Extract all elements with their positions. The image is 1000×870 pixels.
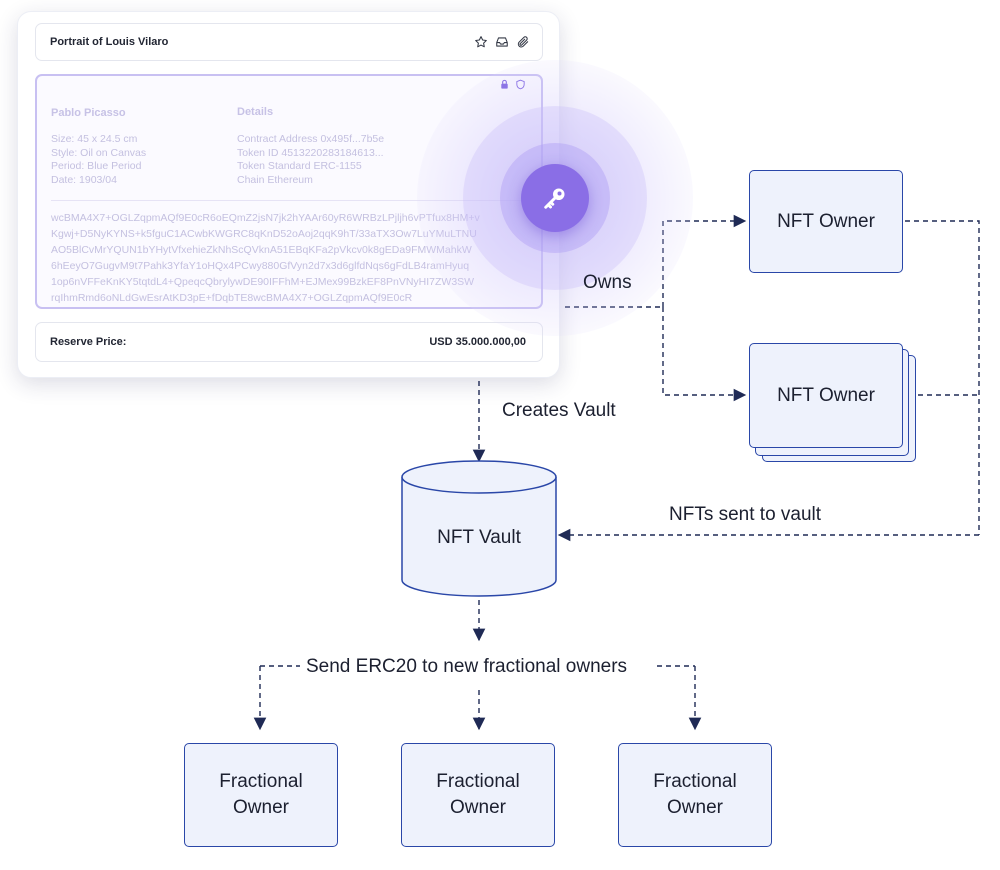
fractional-owner-label: Fractional (653, 771, 737, 792)
fractional-owner-label: Owner (450, 797, 506, 818)
nft-owners-stack-box: NFT Owner (749, 343, 903, 448)
nft-owner-box: NFT Owner (749, 170, 903, 273)
details-heading: Details (237, 106, 274, 118)
edge-label-owns: Owns (583, 272, 632, 293)
artist-name: Pablo Picasso (51, 107, 126, 119)
token-id: Token ID 4513220283184613... (237, 146, 384, 159)
reserve-price-label: Reserve Price: (50, 336, 127, 348)
edge-label-nfts-sent: NFTs sent to vault (669, 504, 822, 525)
edge-nfts-sent-owner-1 (905, 220, 980, 535)
nft-vault-label: NFT Vault (437, 527, 521, 548)
spec-date: Date: 1903/04 (51, 173, 117, 186)
body-divider (51, 200, 529, 201)
artwork-specs: Size: 45 x 24.5 cm Style: Oil on Canvas … (51, 133, 146, 187)
contract-details: Contract Address 0x495f...7b5e Token ID … (237, 133, 384, 187)
spec-size: Size: 45 x 24.5 cm (51, 133, 138, 145)
hash-line: 1op6nVFFeKnKY5tqtdL4+QpeqcQbrylywDE90IFF… (51, 276, 475, 288)
hash-line: Kgwj+D5NyKYNS+k5fguC1ACwbKWGRC8qKnD52oAo… (51, 228, 477, 240)
reserve-price-value: USD 35.000.000,00 (429, 336, 526, 348)
nft-owner-label: NFT Owner (777, 210, 875, 232)
fractional-owner-label: Owner (233, 797, 289, 818)
fractional-owner-label: Fractional (436, 771, 520, 792)
hash-block: wcBMA4X7+OGLZqpmAQf9E0cR6oEQmZ2jsN7jk2hY… (51, 210, 531, 306)
token-standard: Token Standard ERC-1155 (237, 160, 362, 172)
edge-owns-to-owner-2 (662, 307, 747, 402)
fractional-owner-label: Fractional (219, 771, 303, 792)
hash-line: wcBMA4X7+OGLZqpmAQf9E0cR6oEQmZ2jsN7jk2hY… (51, 212, 480, 224)
key-badge (521, 164, 589, 232)
fractional-owner-label: Owner (667, 797, 723, 818)
chain: Chain Ethereum (237, 173, 313, 186)
hash-line: AO5BlCvMrYQUN1bYHytVfxehieZkNhScQVknA51E… (51, 244, 472, 256)
edge-label-send-erc20: Send ERC20 to new fractional owners (300, 656, 634, 678)
edge-label-creates-vault: Creates Vault (502, 400, 616, 421)
card-footer: Reserve Price: USD 35.000.000,00 (35, 322, 543, 362)
inbox-icon[interactable] (495, 35, 509, 49)
card-title: Portrait of Louis Vilaro (50, 36, 169, 48)
key-icon (540, 183, 570, 213)
nft-owner-label: NFT Owner (777, 384, 875, 406)
paperclip-icon[interactable] (516, 35, 530, 49)
hash-line: 6hEeyO7GugvM9t7Pahk3YfaY1oHQx4PCwy880GfV… (51, 260, 470, 272)
contract-address: Contract Address 0x495f...7b5e (237, 133, 385, 145)
card-header: Portrait of Louis Vilaro (35, 23, 543, 61)
vault-cylinder (401, 460, 557, 597)
star-icon[interactable] (474, 35, 488, 49)
spec-period: Period: Blue Period (51, 160, 142, 172)
hash-line: rqIhmRmd6oNLdGwEsrAtKD3pE+fDqbTE8wcBMA4X… (51, 292, 413, 304)
spec-style: Style: Oil on Canvas (51, 146, 147, 159)
